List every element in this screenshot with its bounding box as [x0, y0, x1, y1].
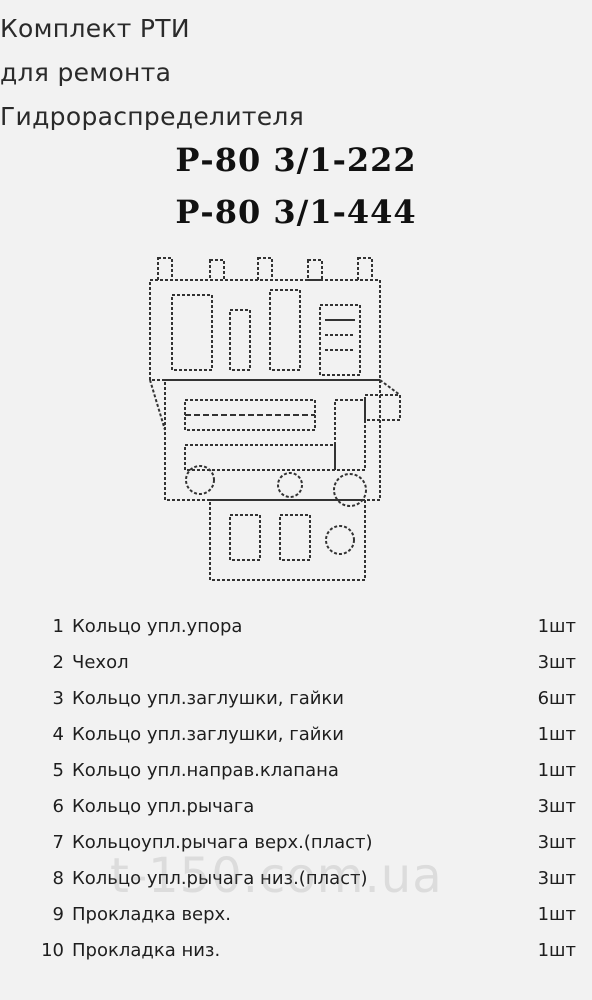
model-code-1: Р-80 3/1-222 [175, 141, 417, 179]
item-quantity: 1шт [537, 616, 576, 637]
item-name: Кольцо упл.рычага [72, 796, 255, 817]
cap-2 [209, 259, 225, 281]
item-number: 9 [52, 904, 64, 925]
table-row: 5 Кольцо упл.направ.клапана 1шт [0, 754, 592, 790]
table-row: 8 Кольцо упл.рычага низ.(пласт) 3шт [0, 862, 592, 898]
table-row: 4 Кольцо упл.заглушки, гайки 1шт [0, 718, 592, 754]
item-number: 5 [52, 760, 64, 781]
item-name: Прокладка низ. [72, 940, 221, 961]
item-number: 8 [52, 868, 64, 889]
side-port [364, 394, 401, 421]
item-quantity: 1шт [537, 724, 576, 745]
item-name: Кольцоупл.рычага верх.(пласт) [72, 832, 373, 853]
item-quantity: 1шт [537, 760, 576, 781]
item-quantity: 3шт [537, 868, 576, 889]
title-line-1: Комплект РТИ [0, 14, 190, 43]
title-line-3: Гидрораспределителя [0, 102, 305, 131]
cap-3 [257, 257, 273, 281]
lower-port [325, 525, 355, 555]
item-quantity: 3шт [537, 832, 576, 853]
item-number: 3 [52, 688, 64, 709]
item-name: Кольцо упл.рычага низ.(пласт) [72, 868, 368, 889]
spool-chamber-1 [171, 294, 213, 371]
item-number: 2 [52, 652, 64, 673]
item-name: Кольцо упл.заглушки, гайки [72, 724, 344, 745]
item-quantity: 1шт [537, 940, 576, 961]
item-quantity: 1шт [537, 904, 576, 925]
spool-chamber-3 [269, 289, 301, 371]
cap-4 [307, 259, 323, 281]
table-row: 1 Кольцо упл.упора 1шт [0, 610, 592, 646]
lower-body [209, 499, 366, 581]
side-valve [334, 399, 366, 471]
item-number: 10 [41, 940, 64, 961]
table-row: 7 Кольцоупл.рычага верх.(пласт) 3шт [0, 826, 592, 862]
cap-1 [157, 257, 173, 281]
item-quantity: 6шт [537, 688, 576, 709]
cap-5 [357, 257, 373, 281]
lower-bore [184, 444, 336, 471]
middle-body [164, 379, 381, 501]
item-number: 7 [52, 832, 64, 853]
lower-chamber-2 [279, 514, 311, 561]
item-number: 1 [52, 616, 64, 637]
table-row: 6 Кольцо упл.рычага 3шт [0, 790, 592, 826]
table-row: 2 Чехол 3шт [0, 646, 592, 682]
watermark: t-150.com.ua [110, 848, 443, 904]
spool-chamber-2 [229, 309, 251, 371]
item-name: Прокладка верх. [72, 904, 231, 925]
table-row: 3 Кольцо упл.заглушки, гайки 6шт [0, 682, 592, 718]
item-quantity: 3шт [537, 652, 576, 673]
plug-center [277, 472, 303, 498]
plug-right [333, 473, 367, 507]
valve-assembly [319, 304, 361, 376]
item-quantity: 3шт [537, 796, 576, 817]
hydraulic-distributor-drawing [149, 257, 401, 581]
item-name: Кольцо упл.заглушки, гайки [72, 688, 344, 709]
item-name: Кольцо упл.упора [72, 616, 243, 637]
lower-chamber-1 [229, 514, 261, 561]
item-number: 4 [52, 724, 64, 745]
item-name: Чехол [72, 652, 129, 673]
model-code-2: Р-80 3/1-444 [175, 193, 417, 231]
table-row: 9 Прокладка верх. 1шт [0, 898, 592, 934]
item-number: 6 [52, 796, 64, 817]
item-name: Кольцо упл.направ.клапана [72, 760, 339, 781]
plug-left [185, 465, 215, 495]
title-line-2: для ремонта [0, 58, 172, 87]
table-row: 10 Прокладка низ. 1шт [0, 934, 592, 970]
